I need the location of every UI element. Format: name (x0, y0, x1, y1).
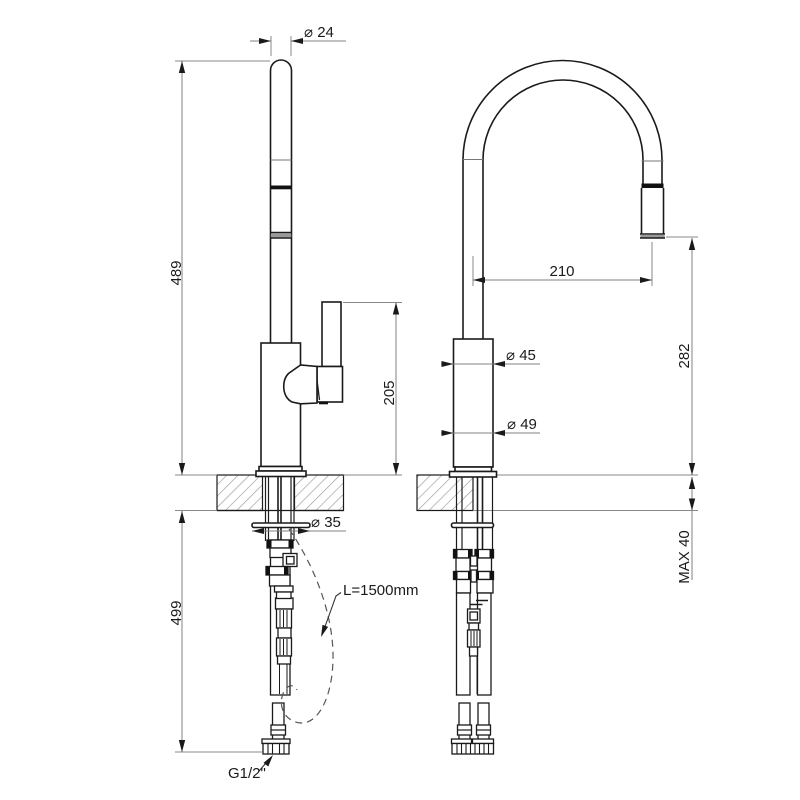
hose-end-and-nut (261, 702, 291, 755)
spray-tip-band (640, 234, 665, 238)
base-flange-lower (448, 470, 498, 478)
dim-label: 489 (168, 260, 185, 285)
base-washer (251, 522, 311, 529)
dim-base-hole-diameter: ⌀ 35 (252, 514, 346, 534)
side-view (216, 59, 345, 755)
dim-below-deck-length: 499 (168, 510, 262, 753)
label-hose-length: L=1500mm (321, 582, 418, 637)
spout-tube (269, 59, 293, 343)
thread-label: G1/2" (228, 765, 266, 782)
dimension-annotations: ⌀ 24 489 205 ⌀ 35 (168, 24, 698, 782)
spray-head-band (641, 183, 664, 188)
hose-inner-detail (274, 597, 294, 694)
dim-outlet-height: 282 (666, 236, 698, 475)
pull-out-hose-loop-dashed (280, 528, 334, 724)
faucet-body (260, 342, 302, 468)
countertop-section-left-view (216, 474, 345, 512)
front-view (416, 59, 698, 755)
handle-cartridge (316, 365, 344, 403)
dim-height-above-deck: 489 (168, 60, 270, 476)
hose-ends-and-nuts (450, 702, 495, 755)
dim-label: MAX 40 (676, 530, 693, 583)
dim-label: 205 (381, 380, 398, 405)
handle-mark (319, 401, 328, 405)
dim-label: ⌀ 49 (507, 416, 537, 433)
spray-head-tip-band (270, 233, 292, 238)
dim-max-deck-thickness: MAX 40 (676, 477, 696, 584)
thread-nut-lip (261, 738, 291, 745)
counter-hatch-block (416, 474, 474, 512)
dim-spout-reach: 210 (472, 242, 653, 286)
faucet-front (448, 59, 665, 478)
dim-handle-height: 205 (343, 302, 402, 476)
dim-label: 282 (676, 343, 693, 368)
dim-label: 499 (168, 600, 185, 625)
hose-connector-stack (265, 539, 298, 600)
twin-supply-hoses (450, 548, 495, 755)
mounting-shank (455, 477, 494, 550)
dim-label: ⌀ 35 (311, 514, 341, 531)
base-washer (450, 522, 495, 529)
dim-label: ⌀ 45 (506, 347, 536, 364)
countertop-section-right-view (416, 474, 698, 512)
hose-length-label: L=1500mm (343, 582, 418, 599)
counter-hatch-block (293, 474, 345, 512)
dim-spout-diameter: ⌀ 24 (250, 24, 346, 56)
center-hose-detail (466, 599, 488, 694)
dim-label: ⌀ 24 (304, 24, 334, 41)
supply-hose-assembly (261, 539, 298, 755)
thread-nut (262, 742, 290, 755)
gooseneck-inner (482, 79, 644, 339)
connector-column-left (452, 548, 473, 594)
spray-head-band (270, 185, 292, 190)
dim-base-diameter: ⌀ 49 (441, 416, 540, 436)
thread-nuts (451, 742, 495, 755)
dim-label: 210 (549, 263, 574, 280)
connector-column-right (474, 548, 495, 594)
faucet-side (255, 59, 344, 478)
handle-knuckle (282, 364, 318, 405)
gooseneck-outer (462, 59, 663, 339)
mounting-shank (264, 476, 295, 541)
base-flange-lower (255, 470, 307, 478)
label-connection-thread: G1/2" (228, 755, 273, 782)
counter-hatch-block (216, 474, 264, 512)
dim-body-diameter: ⌀ 45 (441, 347, 540, 367)
faucet-body (452, 338, 494, 468)
handle-lever (321, 301, 342, 368)
